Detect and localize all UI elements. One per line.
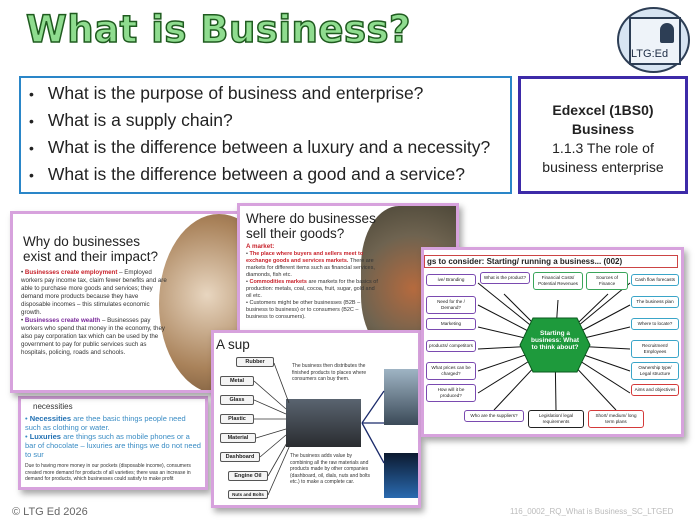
bullet-head: The place where buyers and sellers meet … <box>246 251 364 264</box>
mind-map-node: What prices can be charged? <box>426 362 476 380</box>
mind-map-arrows <box>477 282 631 411</box>
mind-map-centre: Starting a business: What to think about… <box>530 330 580 351</box>
bullet-head: Businesses create employment <box>24 269 118 276</box>
copyright: © LTG Ed 2026 <box>12 506 88 518</box>
mind-map-node: How will it be produced? <box>426 384 476 402</box>
bullet-text: Customers might be other businesses (B2B… <box>246 300 361 320</box>
mind-map-node: Aims and objectives <box>631 384 679 396</box>
ltg-logo: LTG:Ed <box>617 7 690 73</box>
mind-map-node: Financial Costs/ Potential Revenues <box>533 272 583 290</box>
material-box: Dashboard <box>220 452 260 462</box>
slide-title: Why do businesses exist and their impact… <box>23 234 159 264</box>
slide-why-businesses-exist: Why do businesses exist and their impact… <box>10 211 242 393</box>
showroom-image <box>384 369 418 425</box>
material-box: Plastic <box>220 414 254 424</box>
questions-box: What is the purpose of business and ente… <box>19 76 512 194</box>
mind-map-node: Cash flow forecasts <box>631 274 679 286</box>
specification-box: Edexcel (1BS0) Business 1.1.3 The role o… <box>518 76 688 194</box>
add-value-text: The business adds value by combining all… <box>290 453 371 485</box>
spec-topic: 1.1.3 The role of business enterprise <box>542 140 664 175</box>
question: What is a supply chain? <box>29 107 510 134</box>
sports-car-image <box>286 399 361 447</box>
slide-mind-map: gs to consider: Starting/ running a busi… <box>421 247 684 437</box>
necessities-text: are thee basic things people need such a… <box>25 414 186 432</box>
question: What is the difference between a good an… <box>29 161 510 188</box>
mind-map-node: Ownership type/ Legal structure <box>631 362 679 380</box>
slide-title: gs to consider: Starting/ running a busi… <box>424 255 678 268</box>
material-box: Engine Oil <box>228 471 268 481</box>
bullet-text: – Businesses pay workers who spend that … <box>21 317 165 356</box>
dealership-image <box>384 453 418 498</box>
bullet-head: Commodities markets <box>249 279 307 285</box>
slide-title: A sup <box>216 337 250 352</box>
mind-map-node: What is the product? <box>480 272 530 284</box>
mind-map-node: Recruitment/ Employees <box>631 340 679 358</box>
logo-text: LTG:Ed <box>631 48 669 60</box>
bullet-text: are markets for the basics of production… <box>246 279 378 299</box>
centre-hexagon <box>519 317 591 373</box>
mind-map-node: products/ competitors <box>426 340 476 352</box>
material-box: Metal <box>220 376 254 386</box>
slide-necessities: necessities • Necessities are thee basic… <box>18 396 208 490</box>
spec-board: Edexcel (1BS0) <box>552 102 654 118</box>
material-box: Material <box>220 433 256 443</box>
material-box: Glass <box>220 395 254 405</box>
bullet-text: – Employed workers pay income tax, claim… <box>21 269 167 316</box>
market-subtitle: A market: <box>246 243 275 250</box>
question: What is the purpose of business and ente… <box>29 80 510 107</box>
slide-note: Due to having more money in our pockets … <box>25 463 191 482</box>
slide-title: Where do businesses sell their goods? <box>246 211 376 241</box>
mind-map-node: ive/ Branding <box>426 274 476 286</box>
slide-supply-chain: A sup Rubber Metal Glass Plastic Materia… <box>211 330 421 508</box>
mind-map-node: Where to locate? <box>631 318 679 330</box>
question: What is the difference between a luxury … <box>29 134 510 161</box>
luxuries-term: Luxuries <box>29 432 61 441</box>
supply-arrows <box>253 362 385 496</box>
material-box: Rubber <box>236 357 274 367</box>
mind-map-node: Need for the / Demand? <box>426 296 476 314</box>
slide-title: necessities <box>33 402 73 411</box>
material-box: Nuts and Bolts <box>228 490 268 499</box>
mind-map-node: Sources of Finance <box>586 272 628 290</box>
distribution-text: The business then distributes the finish… <box>292 363 367 382</box>
bullet-text: There are markets for different items su… <box>246 258 375 278</box>
mind-map-node: Short/ medium/ long term plans <box>588 410 644 428</box>
spec-subject: Business <box>571 121 635 137</box>
mind-map-node: The business plan <box>631 296 679 308</box>
luxuries-text: are things such as mobile phones or a ba… <box>25 432 201 459</box>
mind-map-node: Legislation/ legal requirements <box>528 410 584 428</box>
necessities-term: Necessities <box>29 414 71 423</box>
mind-map-node: Who are the suppliers? <box>464 410 524 422</box>
mind-map-node: Marketing <box>426 318 476 330</box>
page-title: What is Business? <box>25 7 411 52</box>
bullet-head: Businesses create wealth <box>24 317 101 324</box>
teacher-icon <box>660 23 674 43</box>
file-name: 116_0002_RQ_What is Business_SC_LTGED <box>510 507 674 516</box>
